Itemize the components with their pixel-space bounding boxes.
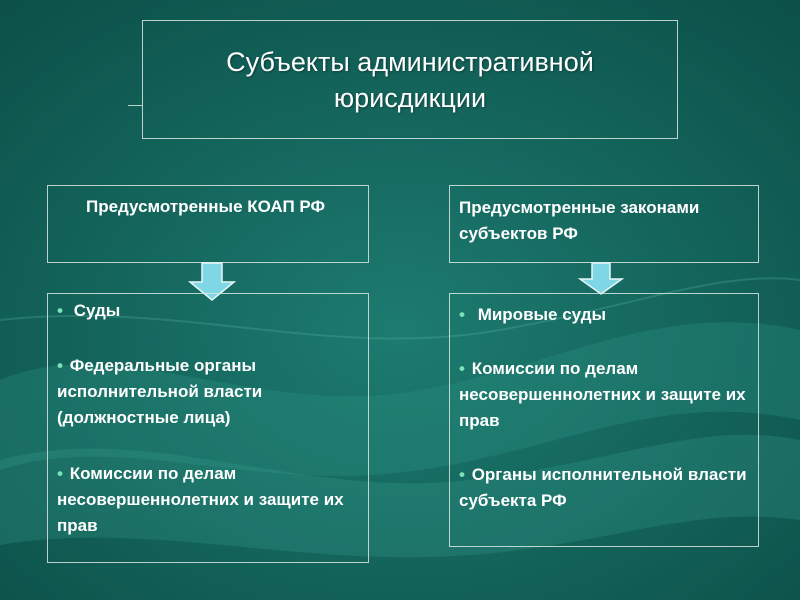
bullet-icon: • xyxy=(459,465,465,484)
page-title: Субъекты административной юрисдикции xyxy=(226,46,594,113)
left-list-box: • Суды • Федеральные органы исполнительн… xyxy=(47,293,369,563)
bullet-icon: • xyxy=(57,464,63,483)
right-header-box: Предусмотренные законами субъектов РФ xyxy=(449,185,759,263)
list-item: • Мировые суды xyxy=(459,305,607,324)
list-item: • Комиссии по делам несовершеннолетних и… xyxy=(57,464,344,535)
list-item: • Органы исполнительной власти субъекта … xyxy=(459,465,747,510)
left-header-box: Предусмотренные КОАП РФ xyxy=(47,185,369,263)
list-item: • Федеральные органы исполнительной влас… xyxy=(57,356,263,427)
list-item: • Комиссии по делам несовершеннолетних и… xyxy=(459,359,746,430)
bullet-icon: • xyxy=(57,301,63,320)
right-list-box: • Мировые суды • Комиссии по делам несов… xyxy=(449,293,759,547)
down-arrow-right-icon xyxy=(578,262,624,295)
bullet-icon: • xyxy=(57,356,63,375)
title-tick-mark xyxy=(128,105,142,106)
right-header-text: Предусмотренные законами субъектов РФ xyxy=(459,198,700,243)
title-box: Субъекты административной юрисдикции xyxy=(142,20,678,139)
bullet-icon: • xyxy=(459,359,465,378)
list-item: • Суды xyxy=(57,301,121,320)
bullet-icon: • xyxy=(459,305,465,324)
left-header-text: Предусмотренные КОАП РФ xyxy=(86,197,326,216)
down-arrow-left-icon xyxy=(188,262,236,301)
